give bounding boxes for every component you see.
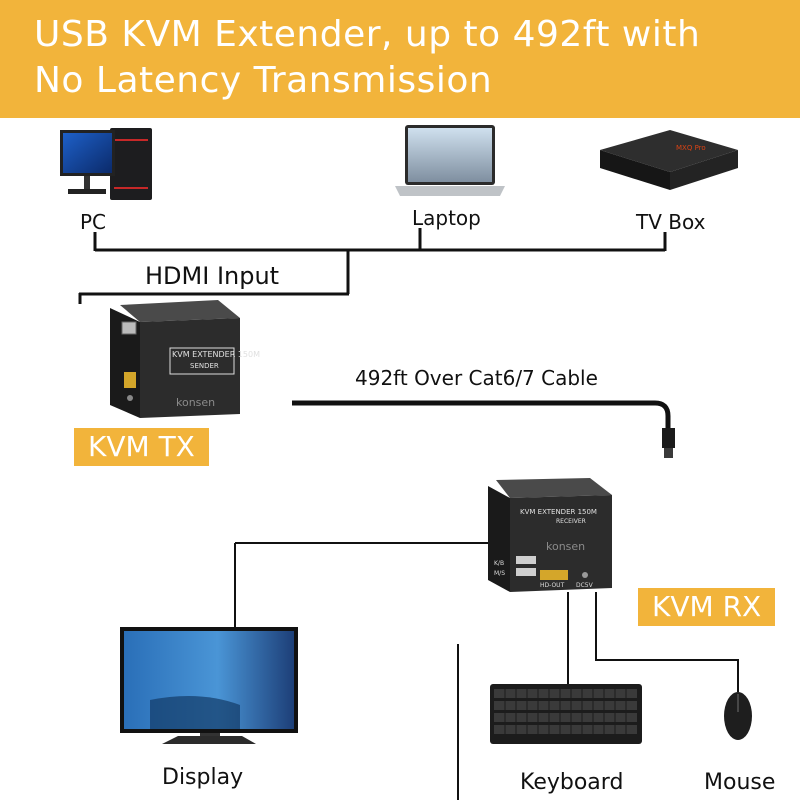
cable-label: 492ft Over Cat6/7 Cable [355, 366, 598, 390]
mouse-label: Mouse [704, 770, 776, 795]
title-line-1: USB KVM Extender, up to 492ft with [34, 14, 701, 55]
tx-device-role: SENDER [190, 362, 219, 370]
kvm-tx-tag: KVM TX [74, 428, 209, 466]
rx-port-kb: K/B [494, 560, 505, 567]
title-line-2: No Latency Transmission [34, 60, 493, 101]
rx-port-ms: M/S [494, 570, 506, 577]
laptop-label: Laptop [412, 206, 481, 230]
pc-label: PC [80, 210, 107, 234]
kvm-rx-tag: KVM RX [638, 588, 776, 626]
hdmi-input-label: HDMI Input [145, 262, 280, 290]
svg-text:MXQ Pro: MXQ Pro [676, 144, 706, 152]
rx-brand: konsen [546, 540, 586, 553]
rx-device-title: KVM EXTENDER 150M [520, 508, 597, 516]
tvbox-label: TV Box [636, 210, 706, 234]
display-label: Display [162, 765, 244, 790]
rx-port-hdout: HD-OUT [540, 582, 565, 589]
rx-device-role: RECEIVER [556, 518, 586, 525]
rx-port-dc: DC5V [576, 582, 593, 589]
tx-brand: konsen [176, 396, 216, 409]
keyboard-label: Keyboard [520, 770, 624, 795]
tx-device-title: KVM EXTENDER 150M [172, 350, 260, 359]
cat-cable [292, 400, 671, 430]
title-banner: USB KVM Extender, up to 492ft with No La… [0, 0, 800, 118]
